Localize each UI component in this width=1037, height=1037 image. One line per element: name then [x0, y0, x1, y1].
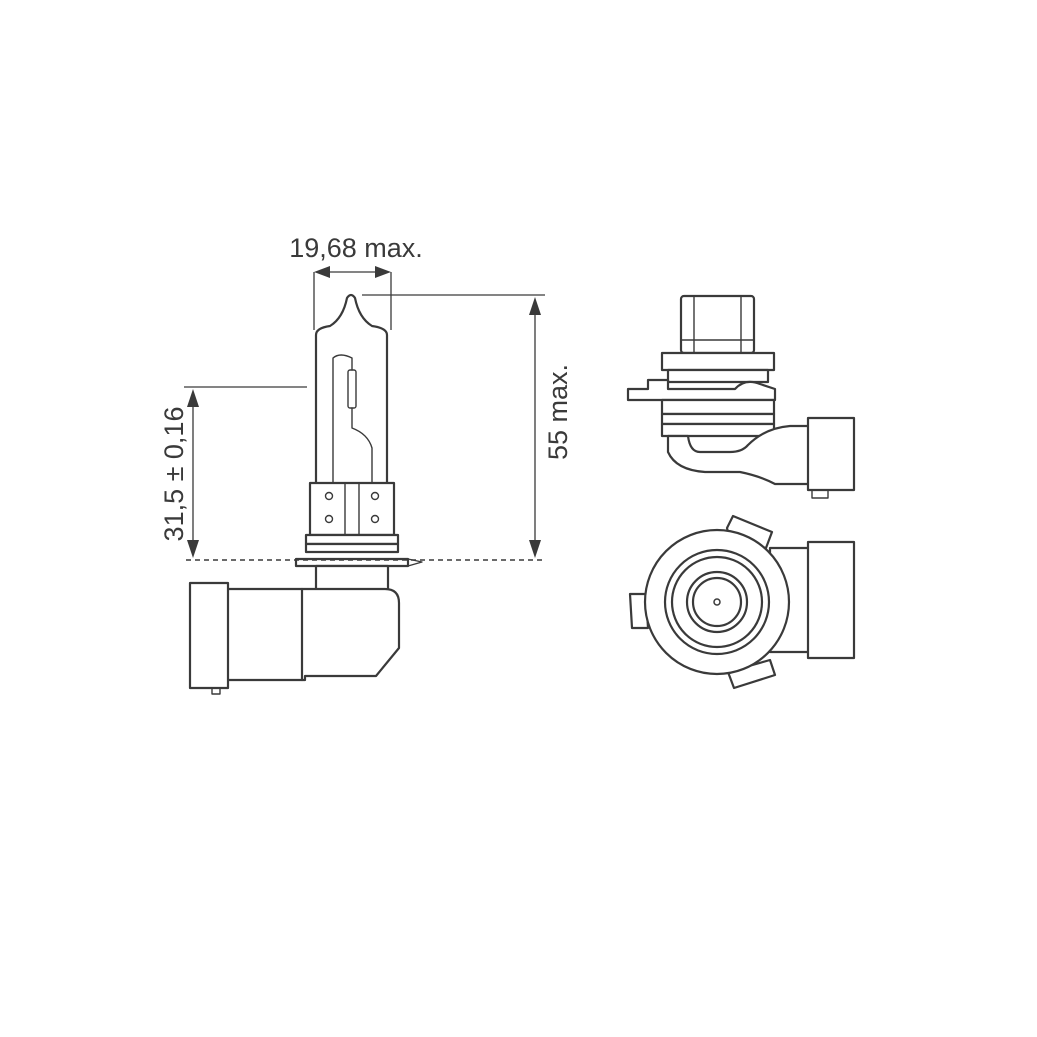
width-dimension-label: 19,68 max. — [289, 233, 423, 263]
lead-wire-left — [332, 354, 353, 484]
plug-latch-right — [811, 489, 829, 499]
glass-envelope — [314, 293, 389, 485]
collar-2 — [666, 368, 770, 384]
pinch-seal — [308, 481, 396, 537]
flange-right — [626, 378, 777, 402]
base-neck — [314, 564, 390, 592]
side-view-right — [626, 294, 856, 499]
side-view-bulb — [188, 293, 423, 695]
bulb-stub — [679, 294, 756, 355]
filament — [347, 369, 357, 409]
pinch-dot — [324, 491, 334, 501]
center-point — [713, 598, 721, 606]
ring-4 — [685, 570, 749, 634]
collar-4 — [660, 412, 776, 426]
height-dimension-label: 55 max. — [543, 364, 573, 460]
base-collar-1 — [304, 533, 400, 546]
ring-5 — [691, 576, 743, 628]
connector-housing — [222, 587, 401, 682]
pinch-dot — [324, 514, 334, 524]
plug-end — [188, 581, 230, 690]
lead-wire-right — [351, 407, 373, 484]
ring-2 — [663, 548, 771, 656]
curved-connector — [666, 424, 812, 486]
dimension-width: 19,68 max. — [289, 233, 423, 330]
focal-dimension-label: 31,5 ± 0,16 — [159, 407, 189, 542]
outer-ring — [643, 528, 791, 676]
locking-tab-bottom — [726, 658, 777, 690]
base-collar-2 — [304, 542, 400, 554]
collar-top — [660, 351, 776, 372]
base-view-bottom — [628, 514, 856, 690]
pinch-dot — [370, 514, 380, 524]
pinch-dot — [370, 491, 380, 501]
ring-3 — [670, 555, 764, 649]
dimension-focal: 31,5 ± 0,16 — [159, 386, 307, 558]
plug-end-right — [806, 416, 856, 492]
collar-3 — [660, 398, 776, 416]
dimension-height: 55 max. — [362, 294, 573, 558]
locking-tab-left — [628, 592, 650, 630]
plug-end-bottom — [806, 540, 856, 660]
plug-latch — [211, 687, 221, 695]
collar-5 — [660, 422, 776, 438]
